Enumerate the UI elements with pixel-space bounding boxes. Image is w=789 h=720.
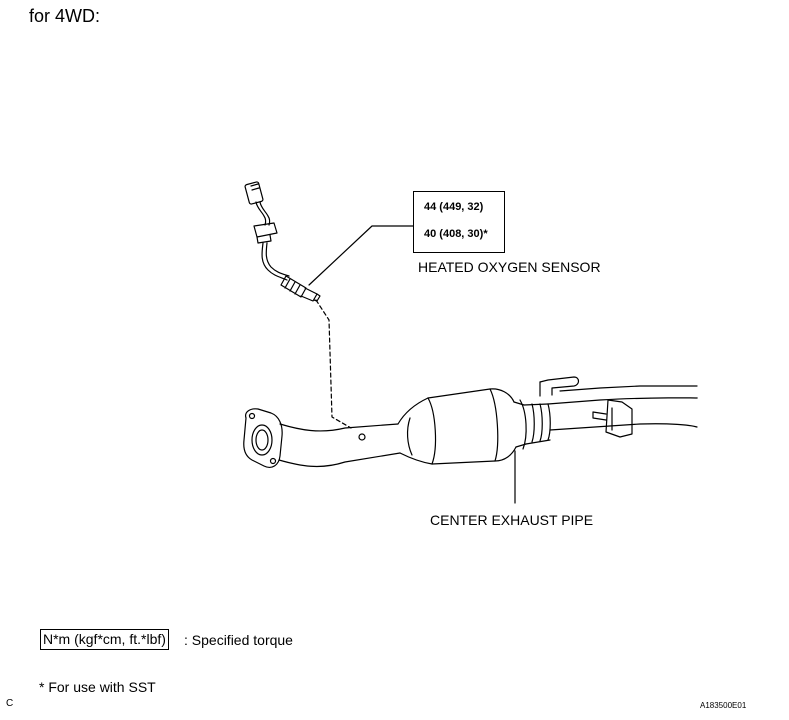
flange-bolt-hole-1 (248, 412, 256, 420)
sst-footnote: * For use with SST (39, 679, 156, 695)
front-pipe-bottom (278, 452, 401, 468)
converter-front-seam (427, 397, 437, 465)
installation-dashed-line (315, 299, 352, 429)
rear-pipe-top (547, 397, 698, 405)
sensor-wire-upper-2 (259, 201, 271, 226)
sensor-boss (358, 433, 366, 441)
outlet-ring (519, 399, 527, 450)
exhaust-pipe-label: CENTER EXHAUST PIPE (430, 512, 594, 528)
exhaust-pipe-drawing (243, 376, 698, 504)
sensor-wire-lower-2 (265, 242, 290, 277)
diagram-heading: for 4WD: (29, 6, 101, 26)
flange-hole (251, 424, 273, 456)
converter-bottom (431, 446, 517, 465)
sensor-grommet (253, 222, 278, 238)
rear-bracket (605, 399, 633, 438)
sensor-tip-end (313, 293, 321, 302)
converter-rear-seam (489, 388, 499, 462)
rear-pipe-outer (559, 385, 698, 392)
connector-lines (250, 183, 260, 191)
torque-spec-standard: 44 (449, 32) (424, 201, 484, 213)
rear-pipe-bottom (549, 423, 698, 431)
torque-leader-line (308, 225, 414, 286)
flange-bolt-hole-2 (269, 457, 277, 465)
inlet-cone-top (397, 397, 429, 425)
torque-spec-with-sst: 40 (408, 30)* (424, 228, 488, 240)
oxygen-sensor-drawing (244, 181, 321, 302)
sensor-wire-upper (255, 201, 267, 226)
sensor-tip (300, 287, 318, 302)
sensor-grommet-lower (256, 234, 272, 244)
legend-description: : Specified torque (184, 632, 293, 648)
flange-hole-inner (255, 429, 269, 451)
flex-section (523, 403, 551, 445)
sensor-thread (284, 278, 301, 295)
front-pipe-top (279, 423, 399, 432)
corner-letter: C (6, 698, 14, 709)
inlet-cone-bottom (399, 452, 433, 465)
oxygen-sensor-label: HEATED OXYGEN SENSOR (418, 259, 601, 275)
legend-unit-box: N*m (kgf*cm, ft.*lbf) (40, 629, 169, 650)
sensor-body (280, 275, 307, 298)
inlet-cone-seam (406, 417, 413, 456)
converter-top (427, 388, 515, 403)
front-flange (243, 408, 283, 468)
torque-spec-box: 44 (449, 32) 40 (408, 30)* (413, 191, 505, 253)
flex-ribs (531, 403, 551, 443)
sensor-wire-lower (261, 242, 288, 281)
hanger-top (539, 376, 580, 396)
figure-code: A183500E01 (700, 701, 747, 710)
rear-bracket-stud (592, 411, 607, 421)
